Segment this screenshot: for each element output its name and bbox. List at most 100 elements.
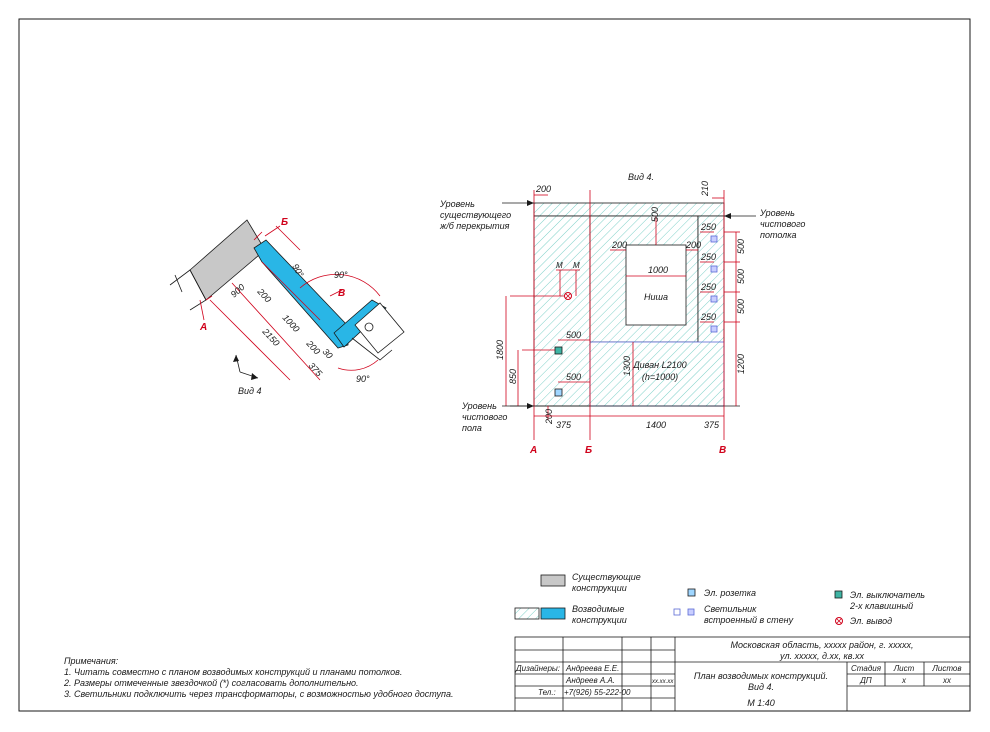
sheet-header: Лист	[893, 664, 915, 673]
legend-switch-2: 2-х клавишный	[849, 601, 913, 611]
date: хх.хх.хх	[651, 679, 674, 685]
legend-existing-swatch	[540, 574, 566, 587]
socket-icon	[554, 388, 563, 397]
note-item: 1. Читать совместно с планом возводимых …	[64, 667, 403, 677]
sheet-frame	[18, 18, 971, 712]
designer-1: Андреева Е.Е.	[565, 664, 619, 673]
marker-m-1: М	[556, 261, 563, 270]
phone-number: +7(926) 55-222-00	[564, 688, 631, 697]
sheet-title-2: Вид 4.	[748, 682, 774, 692]
designer-2: Андреев А.А.	[565, 676, 615, 685]
top-slab	[533, 202, 725, 217]
dim-top-200: 200	[535, 184, 551, 194]
legend-outlet: Эл. вывод	[850, 616, 892, 626]
note-item: 2. Размеры отмеченные звездочкой (*) сог…	[64, 678, 359, 688]
sheet-value: х	[901, 676, 907, 685]
level-slab-2: существующего	[440, 210, 511, 220]
legend-erected-hatch-swatch	[514, 607, 540, 620]
level-ceiling-3: потолка	[760, 230, 797, 240]
title-block	[514, 636, 971, 712]
dim-500-right-3: 500	[736, 299, 746, 314]
dim-850: 850	[508, 369, 518, 384]
level-slab-1: Уровень	[439, 199, 475, 209]
dim-1800: 1800	[495, 340, 505, 360]
wall-light-icon	[710, 295, 718, 303]
notes: Примечания: 1. Читать совместно с планом…	[64, 656, 504, 700]
legend-erected-2: конструкции	[572, 615, 627, 625]
level-floor-3: пола	[462, 423, 482, 433]
plan-section-a: А	[199, 322, 207, 333]
title-block-text: Московская область, ххххх район, г. хххх…	[515, 640, 962, 708]
axis-v: В	[719, 445, 726, 456]
dim-500-socket: 500	[566, 372, 581, 382]
socket-icon	[687, 588, 696, 597]
dim-500-right-1: 500	[736, 239, 746, 254]
dim-200-right: 200	[685, 240, 701, 250]
dim-1400: 1400	[646, 420, 666, 430]
right-dimension-chain: 250 250 250 250 500 500 500 1200	[700, 222, 746, 406]
wall-light-icon	[710, 235, 718, 243]
existing-column	[354, 302, 405, 354]
wall-light-icon	[687, 608, 695, 616]
dim-1200: 1200	[736, 354, 746, 374]
sofa-label-1: Диван L2100	[632, 360, 686, 370]
wall-light-icon	[710, 265, 718, 273]
legend-socket: Эл. розетка	[704, 588, 756, 598]
dim-1300: 1300	[622, 356, 632, 376]
plan-dim-200-bottom: 200	[304, 338, 322, 357]
level-ceiling-2: чистового	[760, 219, 805, 229]
niche-label: Ниша	[644, 292, 668, 302]
level-ceiling-1: Уровень	[759, 208, 795, 218]
dim-top-210: 210	[700, 181, 710, 197]
dim-200-bottom: 200	[544, 409, 554, 425]
axis-a: А	[529, 445, 537, 456]
legend-switch-1: Эл. выключатель	[850, 590, 925, 600]
wall-light-icon	[710, 325, 718, 333]
left-wall	[533, 215, 591, 407]
legend-existing-1: Существующие	[572, 572, 641, 582]
switch-icon	[834, 590, 843, 599]
plan-view-label: Вид 4	[238, 386, 262, 396]
existing-wall	[189, 219, 266, 301]
sofa-label-2: (h=1000)	[642, 372, 678, 382]
level-floor-2: чистового	[462, 412, 507, 422]
notes-title: Примечания:	[64, 656, 119, 666]
stage-value: ДП	[859, 676, 872, 685]
legend-light-1: Светильник	[704, 604, 757, 614]
legend: Существующие конструкции Возводимые конс…	[514, 572, 925, 626]
stage-header: Стадия	[851, 664, 882, 673]
dim-500-right-2: 500	[736, 269, 746, 284]
dim-250-3: 250	[700, 282, 716, 292]
dim-1000: 1000	[648, 265, 668, 275]
plan-dim-900: 900	[229, 282, 247, 299]
marker-m-2: М	[573, 261, 580, 270]
note-item: 3. Светильники подключить через трансфор…	[64, 689, 454, 699]
plan-dim-1000: 1000	[281, 313, 302, 334]
dim-500-switch: 500	[566, 330, 581, 340]
sheets-header: Листов	[931, 664, 961, 673]
level-slab-3: ж/б перекрытия	[439, 221, 510, 231]
plan-dim-2150: 2150	[260, 326, 282, 348]
legend-existing-2: конструкции	[572, 583, 627, 593]
axis-b: Б	[585, 445, 592, 456]
sheet-title-1: План возводимых конструкций.	[694, 671, 828, 681]
legend-light-2: встроенный в стену	[704, 615, 794, 625]
dim-250-4: 250	[700, 312, 716, 322]
legend-erected-fill-swatch	[540, 607, 566, 620]
plan-angle-right: 90°	[334, 270, 348, 280]
wall-light-icon	[673, 608, 681, 616]
plan-view: 900 200 1000 2150 200 30 375 90° 90° 90°…	[169, 217, 405, 396]
dim-200-left: 200	[611, 240, 627, 250]
dim-375-left: 375	[556, 420, 572, 430]
dim-250-2: 250	[700, 252, 716, 262]
scale: М 1:40	[747, 698, 775, 708]
dim-375-right: 375	[704, 420, 720, 430]
niche	[625, 244, 687, 326]
phone-label: Тел.:	[538, 688, 556, 697]
address-line-1: Московская область, ххххх район, г. хххх…	[731, 640, 914, 650]
plan-dim-200-top: 200	[255, 286, 273, 305]
legend-erected-1: Возводимые	[572, 604, 624, 614]
level-floor-1: Уровень	[461, 401, 497, 411]
sheets-value: хх	[942, 676, 952, 685]
